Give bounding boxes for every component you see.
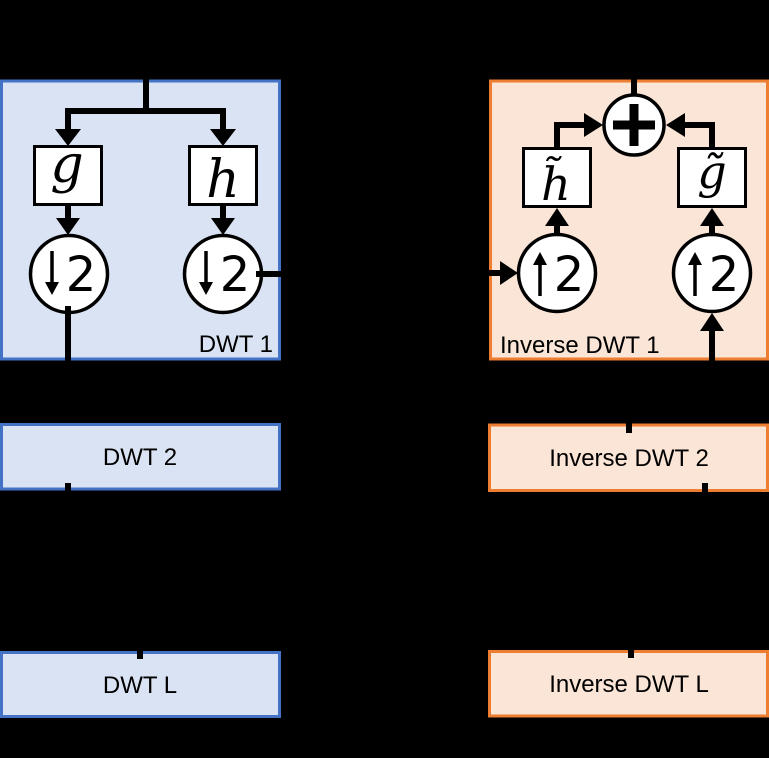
up-arrow-icon xyxy=(533,252,547,296)
down-arrow-icon xyxy=(45,251,59,295)
dwt1-input-wire xyxy=(65,46,226,129)
lowpass-filter-box xyxy=(33,145,103,206)
right-upsample-factor: 2 xyxy=(709,247,740,303)
arrowhead-into-right-upsampler xyxy=(700,313,724,331)
arrowhead-into-g xyxy=(55,129,81,146)
up-arrow-icon xyxy=(688,252,702,296)
dwt1-stage-label: DWT 1 xyxy=(199,331,273,358)
inverse-dwt2-stage: Inverse DWT 2 xyxy=(488,419,769,499)
dwt1-stage-box xyxy=(0,79,281,361)
dwtL-stage: DWT L xyxy=(0,645,281,718)
left-upsampler-circle xyxy=(516,232,598,314)
dwt2-stage-box xyxy=(0,423,281,491)
inverse-dwt2-stage-label: Inverse DWT 2 xyxy=(549,445,709,472)
dwt2-stage-label: DWT 2 xyxy=(103,444,177,471)
synthesis-highpass-filter-box xyxy=(522,147,592,208)
inverse-dwt1-stage-label: Inverse DWT 1 xyxy=(500,332,660,359)
arrowhead-into-h xyxy=(210,129,236,146)
right-upsampler-circle xyxy=(671,232,753,314)
dwtL-stage-label: DWT L xyxy=(103,672,177,699)
inverse-dwt2-stage-box xyxy=(488,423,769,492)
arrowhead-into-gtilde xyxy=(700,208,724,226)
inverse-dwtL-stage: Inverse DWT L xyxy=(488,644,769,718)
inverse-dwtL-stage-label: Inverse DWT L xyxy=(549,671,709,698)
highpass-filter-box xyxy=(188,145,258,206)
left-downsample-factor: 2 xyxy=(66,247,97,303)
arrowhead-into-htilde xyxy=(545,208,569,226)
right-downsample-factor: 2 xyxy=(220,247,251,303)
arrowhead-into-left-upsampler xyxy=(500,261,518,285)
lowpass-filter-letter: g xyxy=(50,135,83,195)
dwt1-stage: g h 2 2 DWT 1 xyxy=(0,46,304,396)
inverse-dwt1-stage: h̃ g̃ 2 2 Inverse DWT 1 xyxy=(468,46,769,398)
down-arrow-icon xyxy=(199,251,213,295)
arrowhead-into-sum-right xyxy=(666,113,685,137)
dwt2-stage: DWT 2 xyxy=(0,423,281,497)
arrowhead-into-left-downsampler xyxy=(56,218,80,235)
arrowhead-into-sum-left xyxy=(584,113,603,137)
synthesis-lowpass-filter-box xyxy=(677,147,747,208)
left-upsample-factor: 2 xyxy=(554,247,585,303)
gtilde-to-sum-wire xyxy=(685,122,715,148)
dwtL-stage-box xyxy=(0,651,281,718)
plus-icon xyxy=(613,104,655,146)
synthesis-highpass-filter-letter: h̃ xyxy=(541,155,571,211)
htilde-to-sum-wire xyxy=(554,122,584,148)
highpass-filter-letter: h xyxy=(206,150,240,210)
arrowhead-into-right-downsampler xyxy=(211,218,235,235)
synthesis-lowpass-filter-letter: g̃ xyxy=(697,145,726,199)
